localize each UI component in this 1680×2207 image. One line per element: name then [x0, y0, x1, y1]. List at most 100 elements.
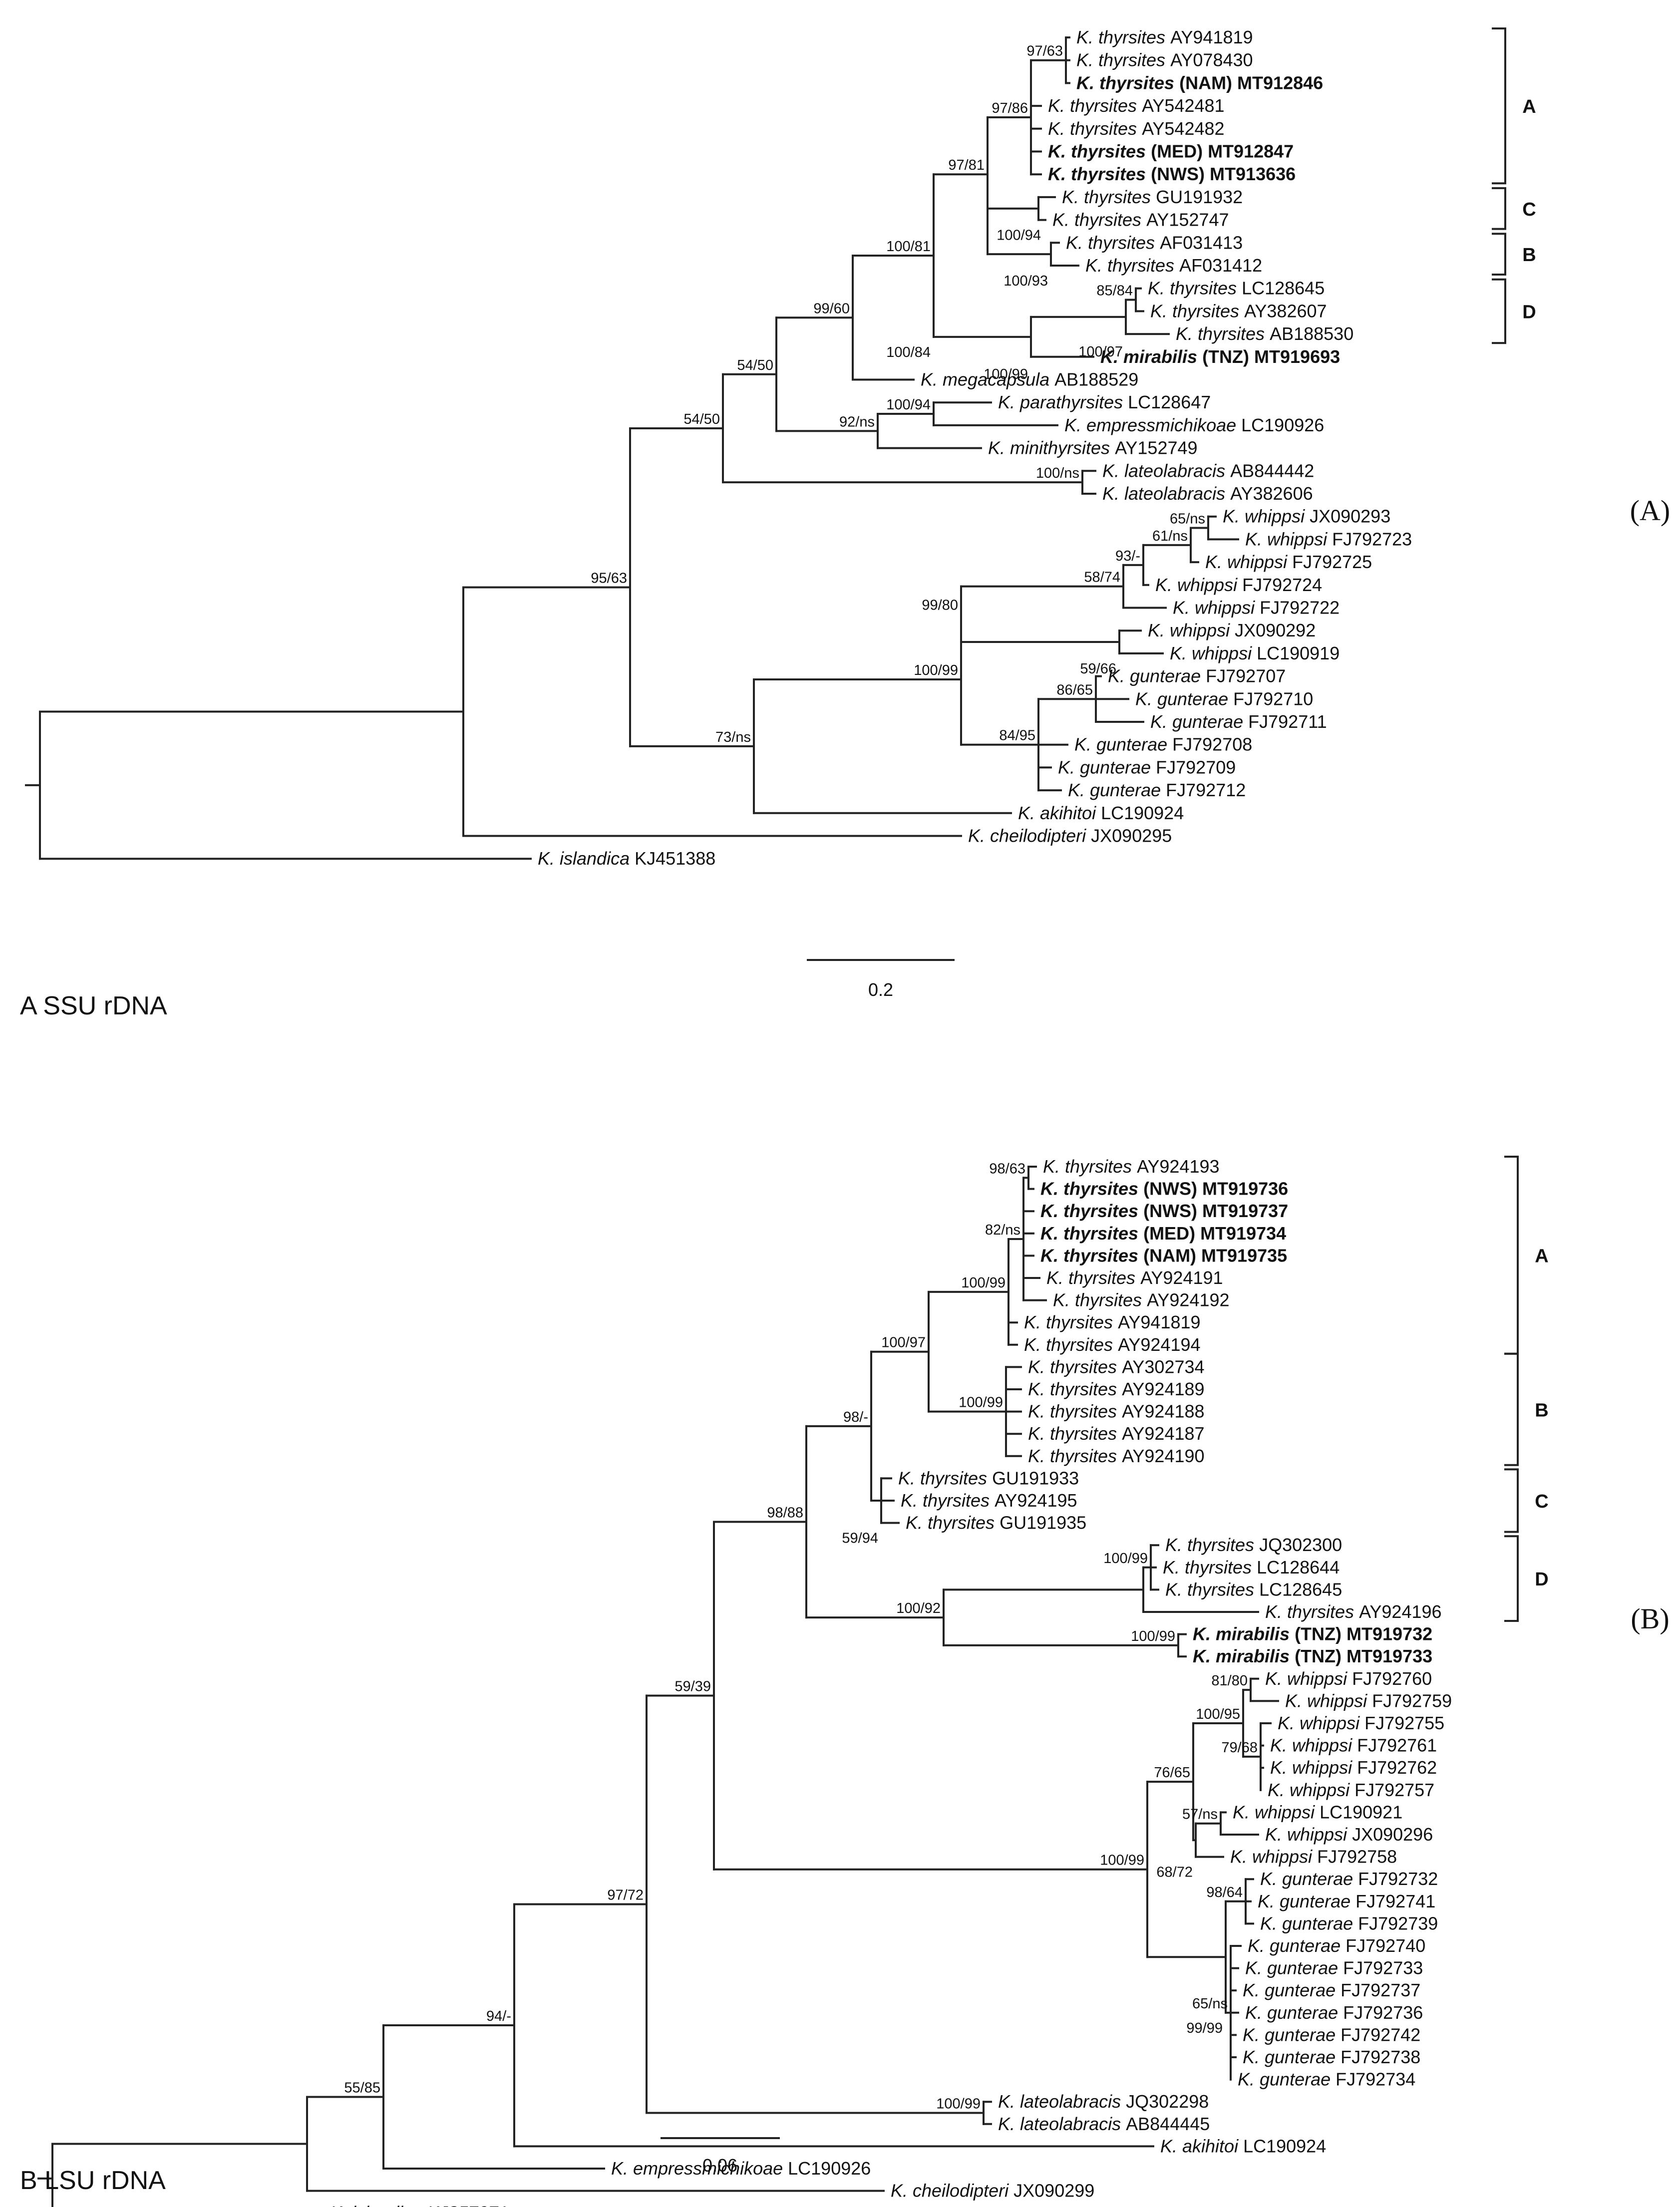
support-value: 97/81	[948, 157, 985, 173]
taxon-locality: (NAM)	[1143, 1245, 1196, 1265]
taxon-species: thyrsites	[920, 1468, 987, 1488]
taxon-species: lateolabracis	[1124, 483, 1225, 504]
taxon-genus: K.	[898, 1468, 915, 1488]
taxon-genus: K.	[1165, 1535, 1182, 1555]
clade-bracket	[1504, 1468, 1519, 1533]
taxon-species: whippsi	[1300, 1713, 1360, 1733]
accession-number: LC190919	[1257, 643, 1340, 663]
taxon-species: gunterae	[1265, 2047, 1336, 2067]
taxon-species: thyrsites	[1172, 301, 1239, 321]
taxon-genus: K.	[891, 2181, 908, 2201]
taxon-genus: K.	[1028, 1423, 1045, 1444]
taxon-genus: K.	[1028, 1356, 1045, 1377]
taxon-species: thyrsites	[1287, 1601, 1354, 1622]
taxon-genus: K.	[1245, 1958, 1262, 1978]
taxon-genus: K.	[1040, 1179, 1058, 1199]
taxon-species: gunterae	[1267, 2002, 1338, 2023]
taxon-genus: K.	[1064, 415, 1081, 435]
accession-number: FJ792712	[1166, 780, 1246, 800]
accession-number: JX090299	[1013, 2181, 1094, 2201]
clade-label: B	[1522, 245, 1536, 266]
clade-label: B	[1535, 1400, 1548, 1421]
support-value: 61/ns	[1152, 528, 1188, 544]
taxon-species: thyrsites	[1071, 164, 1146, 184]
taxon-species: thyrsites	[1198, 323, 1265, 344]
taxon-genus: K.	[1058, 757, 1075, 777]
taxon-species: thyrsites	[1063, 1179, 1138, 1199]
tip-label: K.thyrsites(NAM)MT919735	[1040, 1245, 1287, 1265]
panel-b-lsu-tree: 98/6382/ns100/99100/99100/9759/9498/-100…	[20, 1156, 1670, 2207]
support-value: 97/63	[1026, 43, 1063, 59]
taxon-species: thyrsites	[1187, 1579, 1254, 1599]
taxon-species: thyrsites	[1185, 1557, 1252, 1577]
taxon-genus: K.	[1085, 255, 1102, 276]
taxon-species: thyrsites	[1063, 1223, 1138, 1244]
taxon-locality: (MED)	[1143, 1223, 1195, 1244]
taxon-locality: (NAM)	[1179, 72, 1232, 93]
taxon-species: whippsi	[1267, 529, 1328, 549]
accession-number: MT919733	[1346, 1646, 1432, 1666]
support-value: 99/60	[813, 301, 850, 316]
taxon-genus: K.	[1163, 1557, 1180, 1577]
accession-number: FJ792759	[1372, 1690, 1452, 1711]
support-value: 81/80	[1211, 1673, 1248, 1689]
taxon-species: thyrsites	[1098, 27, 1165, 47]
taxon-species: thyrsites	[1050, 1401, 1117, 1422]
accession-number: AY924189	[1122, 1379, 1204, 1399]
clade-label: D	[1535, 1569, 1548, 1590]
support-value: 100/99	[959, 1395, 1003, 1411]
taxon-species: whippsi	[1177, 575, 1238, 595]
scale-bar-label: 0.2	[868, 979, 893, 1000]
taxon-genus: K.	[1165, 1579, 1182, 1599]
accession-number: AY924192	[1147, 1290, 1229, 1310]
accession-number: FJ792758	[1317, 1847, 1397, 1867]
accession-number: LC190924	[1243, 2136, 1326, 2156]
taxon-species: gunterae	[1282, 1913, 1353, 1933]
accession-number: FJ792741	[1355, 1891, 1435, 1911]
accession-number: FJ792761	[1357, 1735, 1437, 1756]
taxon-genus: K.	[1053, 1290, 1070, 1310]
taxon-species: whippsi	[1255, 1802, 1315, 1822]
accession-number: FJ792762	[1357, 1757, 1437, 1778]
taxon-species: gunterae	[1096, 734, 1167, 755]
support-value: 68/72	[1156, 1865, 1193, 1881]
taxon-genus: K.	[998, 2114, 1015, 2134]
taxon-species: thyrsites	[1075, 1290, 1142, 1310]
accession-number: FJ792709	[1156, 757, 1236, 777]
taxon-genus: K.	[1076, 27, 1093, 47]
accession-number: FJ792722	[1260, 598, 1340, 618]
taxon-genus: K.	[1076, 72, 1094, 93]
taxon-species: thyrsites	[1070, 118, 1137, 139]
taxon-species: thyrsites	[1187, 1535, 1254, 1555]
taxon-species: gunterae	[1080, 757, 1151, 777]
taxon-genus: K.	[1230, 1847, 1247, 1867]
taxon-genus: K.	[1173, 598, 1190, 618]
accession-number: FJ792734	[1336, 2069, 1415, 2090]
accession-number: AY924188	[1122, 1401, 1204, 1422]
accession-number: MT913636	[1210, 164, 1296, 184]
